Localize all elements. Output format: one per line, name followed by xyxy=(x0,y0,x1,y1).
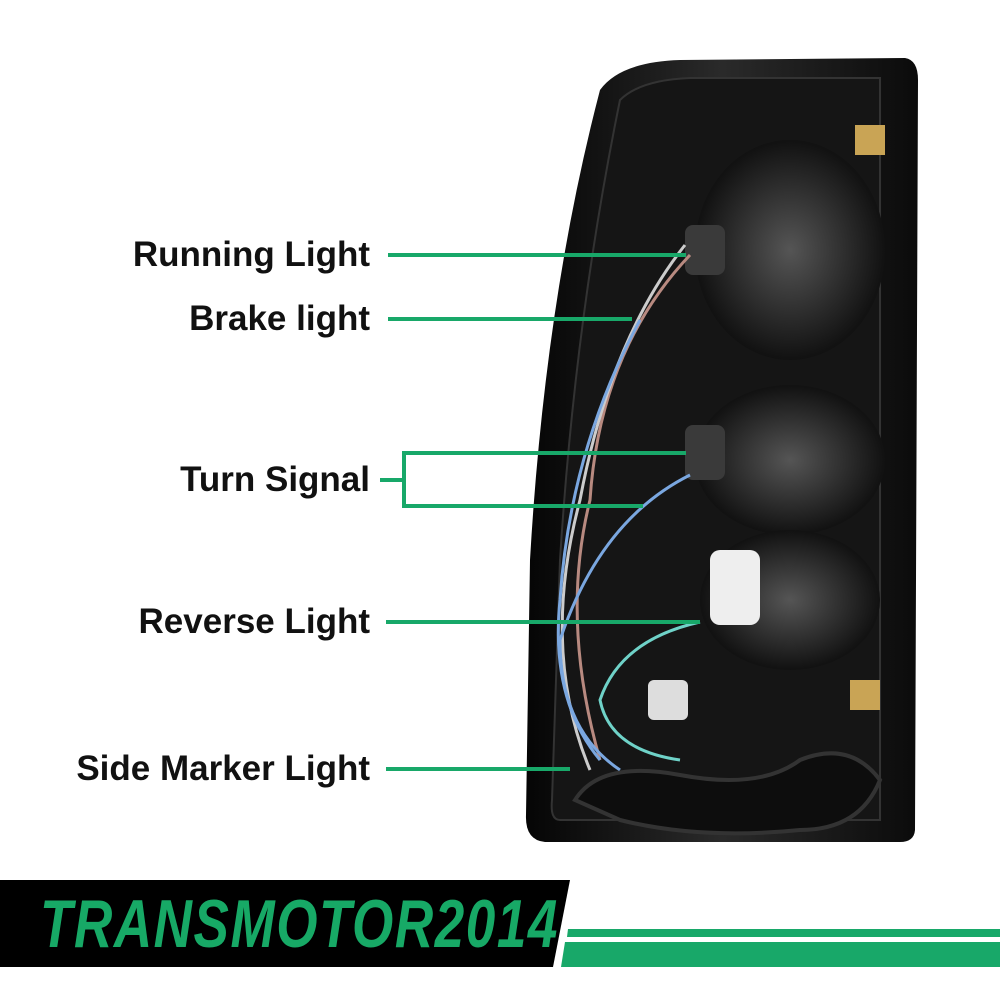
leader-turn-signal xyxy=(380,478,404,482)
brand-name: TRANSMOTOR2014 xyxy=(40,886,559,962)
running-light-reflector xyxy=(695,140,885,360)
leader-running-light xyxy=(388,253,686,257)
turn-socket xyxy=(685,425,725,480)
clip xyxy=(850,680,880,710)
leader-turn-signal-bottom xyxy=(402,504,643,508)
turn-signal-reflector xyxy=(695,385,885,535)
bracket-turn-signal xyxy=(402,451,406,508)
label-running-light: Running Light xyxy=(132,235,370,274)
label-brake-light: Brake light xyxy=(189,299,370,338)
clip xyxy=(855,125,885,155)
running-socket xyxy=(685,225,725,275)
label-side-marker-light: Side Marker Light xyxy=(76,749,370,788)
leader-brake-light xyxy=(388,317,632,321)
label-turn-signal: Turn Signal xyxy=(180,460,370,499)
brand-banner xyxy=(0,880,570,967)
side-marker-socket xyxy=(648,680,688,720)
reverse-socket xyxy=(710,550,760,625)
leader-turn-signal-top xyxy=(402,451,686,455)
accent-stripe-thick xyxy=(561,942,1000,967)
accent-stripe-thin xyxy=(567,929,1000,937)
label-reverse-light: Reverse Light xyxy=(138,602,370,641)
wire-harness xyxy=(572,751,883,836)
leader-reverse-light xyxy=(386,620,700,624)
leader-side-marker-light xyxy=(386,767,570,771)
